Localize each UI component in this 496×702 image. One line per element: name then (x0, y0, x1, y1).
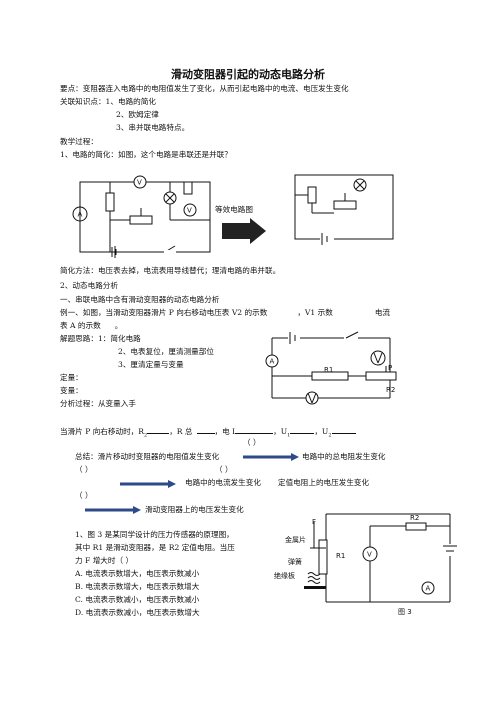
voltmeter-icon (362, 546, 378, 562)
summary-text: 电路中的电流发生变化 (185, 478, 261, 487)
arrow-right-icon (222, 218, 266, 244)
rheostat-icon (333, 200, 357, 210)
r1-label: R1 (324, 366, 333, 374)
example-text: 表 A 的示数 (60, 321, 101, 330)
process-text: 当滑片 P 向右移动时，R (60, 427, 144, 436)
summary-text: 滑动变阻器上的电压发生变化 (145, 505, 244, 514)
question-line: 1、图 3 是某同学设计的压力传感器的原理图， (75, 530, 234, 539)
intro-line: 3、串并联电路特点。 (116, 123, 190, 132)
resistor-icon (307, 186, 317, 204)
spring-icon (307, 572, 321, 584)
circuit-figure-equivalent (294, 174, 394, 245)
ammeter-icon (421, 581, 435, 595)
option-a: A. 电流表示数增大，电压表示数减小 (75, 569, 200, 578)
section-line: 一、串联电路中含有滑动变阻器的动态电路分析 (60, 295, 220, 304)
solution-line: 3、厘清定量与变量 (118, 360, 184, 369)
resistor-icon (105, 192, 115, 212)
example-line: 例一、如图，当滑动变阻器滑片 P 向右移动电压表 V2 的示数 ，V1 示数 电流 (60, 308, 390, 318)
blank-parens: （ ） (243, 438, 261, 447)
circuit-figure-2: A R1 R2 P (265, 331, 397, 405)
svg-text:V: V (137, 179, 142, 187)
page-title: 滑动变阻器引起的动态电路分析 (171, 68, 325, 81)
section-line: 2、动态电路分析 (60, 281, 118, 290)
example-text: 例一、如图，当滑动变阻器滑片 P 向右移动电压表 V2 的示数 (60, 308, 268, 317)
r1-label: R1 (336, 552, 345, 560)
process-text: ，U (314, 427, 329, 436)
rheostat-icon (129, 215, 153, 225)
example-text: 电流 (374, 308, 391, 317)
process-text: ，电 I (214, 427, 236, 436)
equiv-circuit-label: 等效电路图 (215, 205, 253, 214)
arrow-right-icon (120, 480, 176, 488)
option-b: B. 电流表示数增大，电压表示数增大 (75, 582, 200, 591)
example-text: ，V1 示数 (297, 308, 333, 317)
force-label: F (312, 518, 316, 526)
solution-line: 解题思路：1：简化电路 (60, 334, 141, 343)
pressure-sensor-figure: V A F R1 R2 金属片 弹簧 绝缘板 图 3 (274, 513, 457, 616)
intro-line: 教学过程： (60, 137, 98, 146)
subscript: 1 (287, 432, 291, 439)
spring-label: 弹簧 (288, 557, 302, 566)
analysis-line: 分析过程：从变量入手 (60, 399, 136, 408)
process-text: ，R 总 (169, 427, 193, 436)
intro-line: 关联知识点：1、电路的简化 (60, 97, 156, 106)
svg-text:A: A (270, 358, 275, 366)
option-c: C. 电流表示数减小，电压表示数减小 (75, 595, 200, 604)
summary-text: 定值电阻上的电压发生变化 (278, 478, 370, 487)
voltmeter-icon (183, 203, 197, 217)
summary-text: 总结：滑片移动时变阻器的电阻值发生变化 (75, 452, 220, 461)
blank-parens: （ ） (75, 465, 93, 474)
question-line: 其中 R1 是滑动变阻器，是 R2 定值电阻。当压 (75, 543, 235, 552)
rheostat-r2-icon (365, 371, 397, 381)
ammeter-label: A (426, 585, 431, 593)
summary-text: 电路中的总电阻发生变化 (302, 452, 386, 461)
ammeter-icon (265, 354, 279, 368)
resistor-r2-icon (405, 522, 427, 531)
r2-label: R2 (386, 386, 395, 394)
subscript: 2 (328, 432, 332, 439)
insulator-label: 绝缘板 (274, 571, 295, 580)
example-text: 。 (114, 321, 123, 330)
intro-line: 要点：变阻器连入电路中的电阻值发生了变化，从而引起电路中的电流、电压发生变化 (60, 84, 349, 93)
intro-line: 1、电路的简化：如图，这个电路是串联还是并联？ (60, 150, 232, 159)
intro-line: 2、欧姆定律 (116, 110, 159, 119)
r2-label: R2 (410, 514, 419, 522)
variable-label: 变量： (60, 386, 83, 395)
fixed-label: 定量： (60, 373, 83, 382)
voltmeter-label: V (367, 551, 372, 559)
process-text: ，U (273, 427, 288, 436)
question-line: 力 F 增大时（ ） (75, 556, 134, 565)
voltmeter-icon (133, 175, 147, 189)
arrow-right-icon (85, 506, 141, 514)
meter-box-icon (183, 181, 193, 195)
blank-parens: （ ） (215, 465, 233, 474)
circuit-figure-1: A V V (72, 175, 211, 258)
slider-p-label: P (388, 364, 392, 372)
metal-plate-label: 金属片 (285, 535, 306, 544)
option-d: D. 电流表示数减小，电压表示数增大 (75, 608, 200, 617)
rheostat-r1-icon (318, 539, 328, 575)
figure-caption: 图 3 (398, 608, 412, 616)
arrow-right-icon (243, 453, 299, 461)
subscript: 2 (144, 432, 148, 439)
section-line: 简化方法：电压表去掉，电流表用导线替代；理清电路的串并联。 (60, 266, 281, 275)
blank-parens: （ ） (75, 491, 93, 500)
solution-line: 2、电表复位，厘清测量部位 (118, 347, 214, 356)
svg-text:V: V (187, 207, 192, 215)
